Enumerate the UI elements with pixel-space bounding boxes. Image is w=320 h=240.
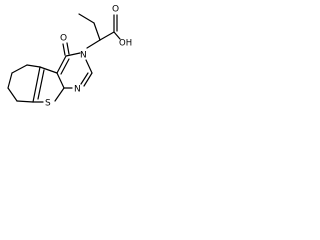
bond: [80, 72, 89, 85]
bond: [85, 59, 93, 74]
bond: [37, 69, 45, 100]
bond: [66, 42, 70, 55]
bond: [86, 39, 101, 49]
atom-labels: O N N S O OH: [45, 5, 132, 109]
bond: [39, 66, 58, 74]
carboxyl-oxygen-label: O: [112, 5, 119, 15]
bond: [16, 100, 34, 103]
bond: [83, 72, 93, 87]
bond: [11, 64, 28, 74]
carbonyl-group: [62, 42, 70, 56]
cyclohexane-ring: [7, 64, 41, 103]
bond: [113, 31, 121, 40]
bond: [54, 87, 65, 102]
chemical-structure-diagram: O N N S O OH: [7, 5, 132, 109]
hydroxyl-label: OH: [119, 39, 132, 49]
chemical-structure-canvas: O N N S O OH: [0, 0, 142, 109]
bond: [7, 72, 13, 89]
bond: [32, 66, 41, 103]
nitrogen-3-label: N: [80, 51, 87, 61]
bond: [93, 22, 101, 41]
carbonyl-oxygen-label: O: [60, 34, 67, 44]
pyrimidinone-ring: [56, 52, 93, 89]
bond: [99, 31, 115, 41]
bond: [60, 58, 70, 75]
butanoic-acid-side-chain: [78, 13, 121, 49]
bond: [56, 72, 65, 89]
sulfur-label: S: [45, 99, 51, 109]
bond: [62, 43, 66, 56]
thiophene-ring: [32, 66, 65, 103]
bond: [78, 13, 95, 24]
nitrogen-1-label: N: [74, 85, 81, 95]
bond: [26, 64, 41, 68]
bond: [56, 55, 67, 74]
bond: [65, 52, 81, 57]
bond: [7, 87, 18, 102]
